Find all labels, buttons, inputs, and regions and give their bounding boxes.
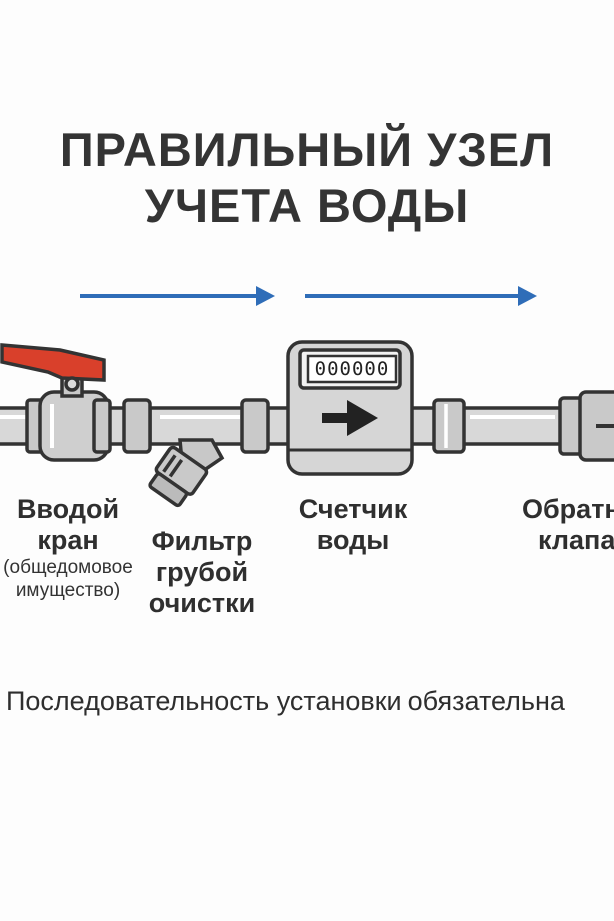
valve-label: Вводой кран (общедомовое имущество) <box>0 494 138 602</box>
valve-handle-icon <box>0 343 106 392</box>
filter-label-line-3: очистки <box>148 588 256 618</box>
title-line-1: ПРАВИЛЬНЫЙ УЗЕЛ <box>59 123 555 176</box>
meter-label-line-1: Счетчик <box>298 494 408 524</box>
strainer-filter <box>122 398 270 508</box>
check-valve-label-line-2: клапан <box>538 525 614 555</box>
filter-label-line-1: Фильтр <box>151 526 253 556</box>
meter-readout: 000000 <box>314 358 390 380</box>
flow-arrow-2 <box>305 286 537 306</box>
valve-label-line-2: кран <box>37 525 99 555</box>
meter-label: Счетчик воды <box>283 494 423 556</box>
title-line-2: УЧЕТА ВОДЫ <box>144 179 470 232</box>
ball-valve <box>25 368 112 462</box>
filter-label: Фильтр грубой очистки <box>132 526 272 619</box>
installation-note-part-1: Последовательность установки <box>6 686 402 716</box>
meter-label-line-2: воды <box>316 525 390 555</box>
flow-arrow-1 <box>80 286 275 306</box>
valve-label-sub-1: (общедомовое <box>3 557 133 578</box>
coupling <box>432 398 466 454</box>
filter-label-line-2: грубой <box>155 557 249 587</box>
valve-label-sub-2: имущество) <box>15 580 121 601</box>
valve-label-line-1: Вводой <box>16 494 120 524</box>
check-valve-label: Обратн клапан <box>522 494 614 556</box>
page-title: ПРАВИЛЬНЫЙ УЗЕЛ УЧЕТА ВОДЫ <box>0 122 614 234</box>
arrow-right-icon <box>322 400 378 436</box>
check-valve-label-line-1: Обратн <box>522 494 614 524</box>
installation-note-part-2: обязательна <box>407 686 565 716</box>
check-valve <box>558 390 614 462</box>
